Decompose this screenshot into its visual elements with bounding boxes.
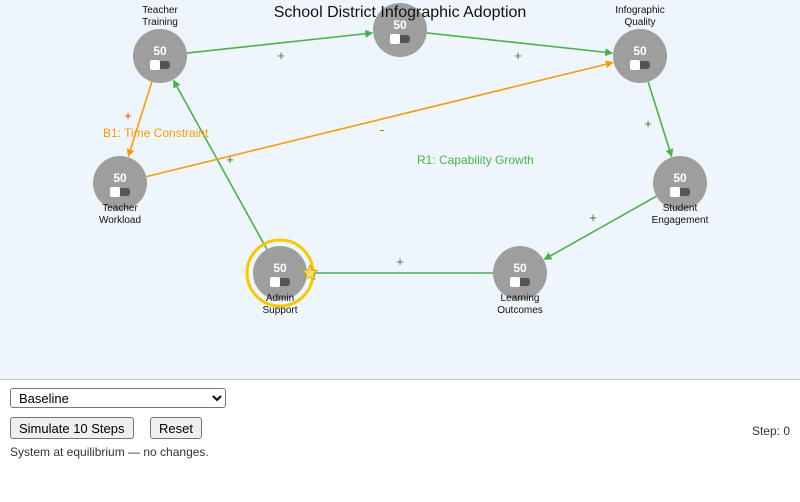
node-value: 50 <box>153 44 167 58</box>
node-label: Engagement <box>652 215 709 226</box>
node-circle[interactable] <box>253 246 307 300</box>
node-toggle[interactable] <box>510 277 530 287</box>
node-label: Outcomes <box>497 305 543 316</box>
node-toggle[interactable] <box>390 34 410 44</box>
node-label: Infographic <box>615 5 664 16</box>
step-counter: Step: 0 <box>751 424 790 438</box>
node-value: 50 <box>273 261 287 275</box>
loop-label-r1: R1: Capability Growth <box>417 153 534 167</box>
node-label: Workload <box>99 215 141 226</box>
star-icon <box>301 263 319 281</box>
node-value: 50 <box>633 44 647 58</box>
node-center-top[interactable]: 50 <box>373 3 427 57</box>
node-value: 50 <box>113 171 127 185</box>
scenario-select[interactable]: Baseline <box>10 388 226 408</box>
node-label: Quality <box>624 17 655 28</box>
link-admin-support-to-teacher-training[interactable] <box>172 79 268 250</box>
node-toggle[interactable] <box>630 60 650 70</box>
link-teacher-training-to-teacher-workload[interactable] <box>126 81 153 158</box>
node-toggle[interactable] <box>110 187 130 197</box>
link-teacher-workload-to-infographic-quality[interactable] <box>146 60 614 178</box>
loop-label-b1: B1: Time Constraint <box>103 126 209 140</box>
node-circle[interactable] <box>133 29 187 83</box>
node-label: Training <box>142 17 178 28</box>
link-student-engagement-to-learning-outcomes[interactable] <box>543 195 657 260</box>
node-circle[interactable] <box>93 156 147 210</box>
node-toggle[interactable] <box>270 277 290 287</box>
link-sign: + <box>277 48 285 63</box>
link-sign: + <box>124 108 132 123</box>
node-circle[interactable] <box>373 3 427 57</box>
node-label: Teacher <box>142 5 178 16</box>
node-label: Admin <box>266 293 294 304</box>
control-panel: Baseline Simulate 10 Steps Reset Step: 0… <box>0 381 800 502</box>
simulate-button[interactable]: Simulate 10 Steps <box>10 417 134 439</box>
link-sign: + <box>644 116 652 131</box>
link-sign: + <box>396 254 404 269</box>
link-sign: + <box>226 152 234 167</box>
link-infographic-quality-to-student-engagement[interactable] <box>647 81 674 158</box>
reset-button[interactable]: Reset <box>150 417 202 439</box>
node-circle[interactable] <box>613 29 667 83</box>
node-value: 50 <box>673 171 687 185</box>
node-label: Support <box>262 305 297 316</box>
node-label: Student <box>663 203 698 214</box>
link-sign: + <box>514 48 522 63</box>
link-sign: + <box>589 210 597 225</box>
link-center-top-to-infographic-quality[interactable] <box>426 32 614 57</box>
node-circle[interactable] <box>653 156 707 210</box>
node-circle[interactable] <box>493 246 547 300</box>
link-sign: - <box>380 122 384 137</box>
node-toggle[interactable] <box>670 187 690 197</box>
node-label: Learning <box>501 293 540 304</box>
node-toggle[interactable] <box>150 60 170 70</box>
link-teacher-training-to-center-top[interactable] <box>186 29 374 54</box>
node-label: Teacher <box>102 203 138 214</box>
status-text: System at equilibrium — no changes. <box>10 445 209 459</box>
diagram-title: School District Infographic Adoption <box>274 4 527 21</box>
node-value: 50 <box>393 18 407 32</box>
node-value: 50 <box>513 261 527 275</box>
